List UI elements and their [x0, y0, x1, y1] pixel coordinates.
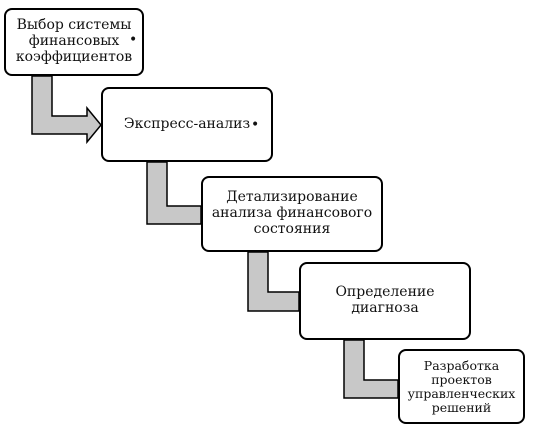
step-5-box: Разработка проектов управленческих решен… — [398, 349, 525, 424]
step-5-label: Разработка проектов управленческих решен… — [407, 357, 516, 415]
step-3-label: Детализирование анализа финансового сост… — [211, 189, 373, 237]
bullet-mark: • — [251, 117, 260, 133]
bullet-mark: • — [129, 32, 138, 48]
arrow-1-to-2 — [31, 75, 102, 145]
arrow-4-to-5 — [343, 339, 399, 399]
step-4-label: Определение диагноза — [335, 284, 435, 316]
step-3-box: Детализирование анализа финансового сост… — [201, 176, 383, 252]
arrow-3-to-4 — [247, 251, 300, 312]
step-2-box: Экспресс-анализ — [101, 87, 273, 162]
arrow-2-to-3 — [146, 161, 202, 225]
step-4-box: Определение диагноза — [299, 262, 471, 340]
step-1-box: Выбор системы финансовых коэффициентов — [4, 8, 144, 76]
step-2-label: Экспресс-анализ — [123, 115, 251, 132]
step-1-label: Выбор системы финансовых коэффициентов — [15, 17, 133, 65]
